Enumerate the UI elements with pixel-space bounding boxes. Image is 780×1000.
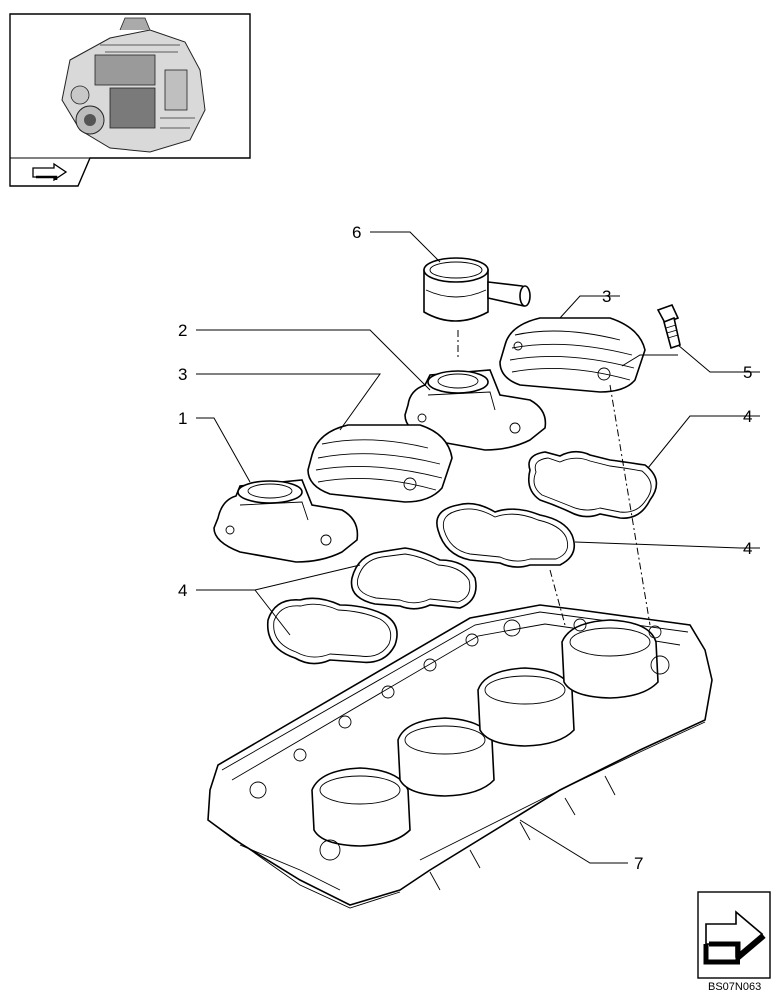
- arrow-hand-icon[interactable]: [32, 162, 68, 182]
- drawing-code: BS07N063: [708, 981, 761, 993]
- alignment-lines: [457, 330, 651, 626]
- part-3-cover-lower: [307, 424, 453, 503]
- callout-3-lower: 3: [178, 365, 187, 384]
- callout-3-upper: 3: [602, 287, 611, 306]
- callout-6: 6: [352, 223, 361, 242]
- part-7-cylinder-head: [207, 604, 713, 909]
- callout-5: 5: [743, 363, 752, 382]
- next-page-button[interactable]: [697, 891, 771, 979]
- part-4-gasket-mid: [436, 502, 576, 568]
- part-4-gasket-left-lower: [266, 597, 398, 665]
- part-6-breather: [423, 257, 531, 322]
- callout-4-right: 4: [743, 407, 752, 426]
- part-3-cover-upper: [499, 317, 646, 393]
- part-2-cover-port: [404, 369, 547, 451]
- part-5-screw: [656, 304, 681, 350]
- callout-4-left: 4: [178, 581, 187, 600]
- part-4-gasket-left-upper: [350, 547, 477, 610]
- leader-lines: [196, 231, 760, 864]
- part-4-gasket-right: [527, 450, 658, 519]
- arrow-right-icon: [703, 910, 766, 965]
- callout-7: 7: [634, 854, 643, 873]
- engine-thumbnail-icon: [61, 17, 206, 153]
- part-1-cover-port: [213, 479, 359, 563]
- engine-thumbnail[interactable]: [9, 13, 251, 187]
- callout-2: 2: [178, 321, 187, 340]
- callout-4-mid: 4: [743, 539, 752, 558]
- callout-1: 1: [178, 409, 187, 428]
